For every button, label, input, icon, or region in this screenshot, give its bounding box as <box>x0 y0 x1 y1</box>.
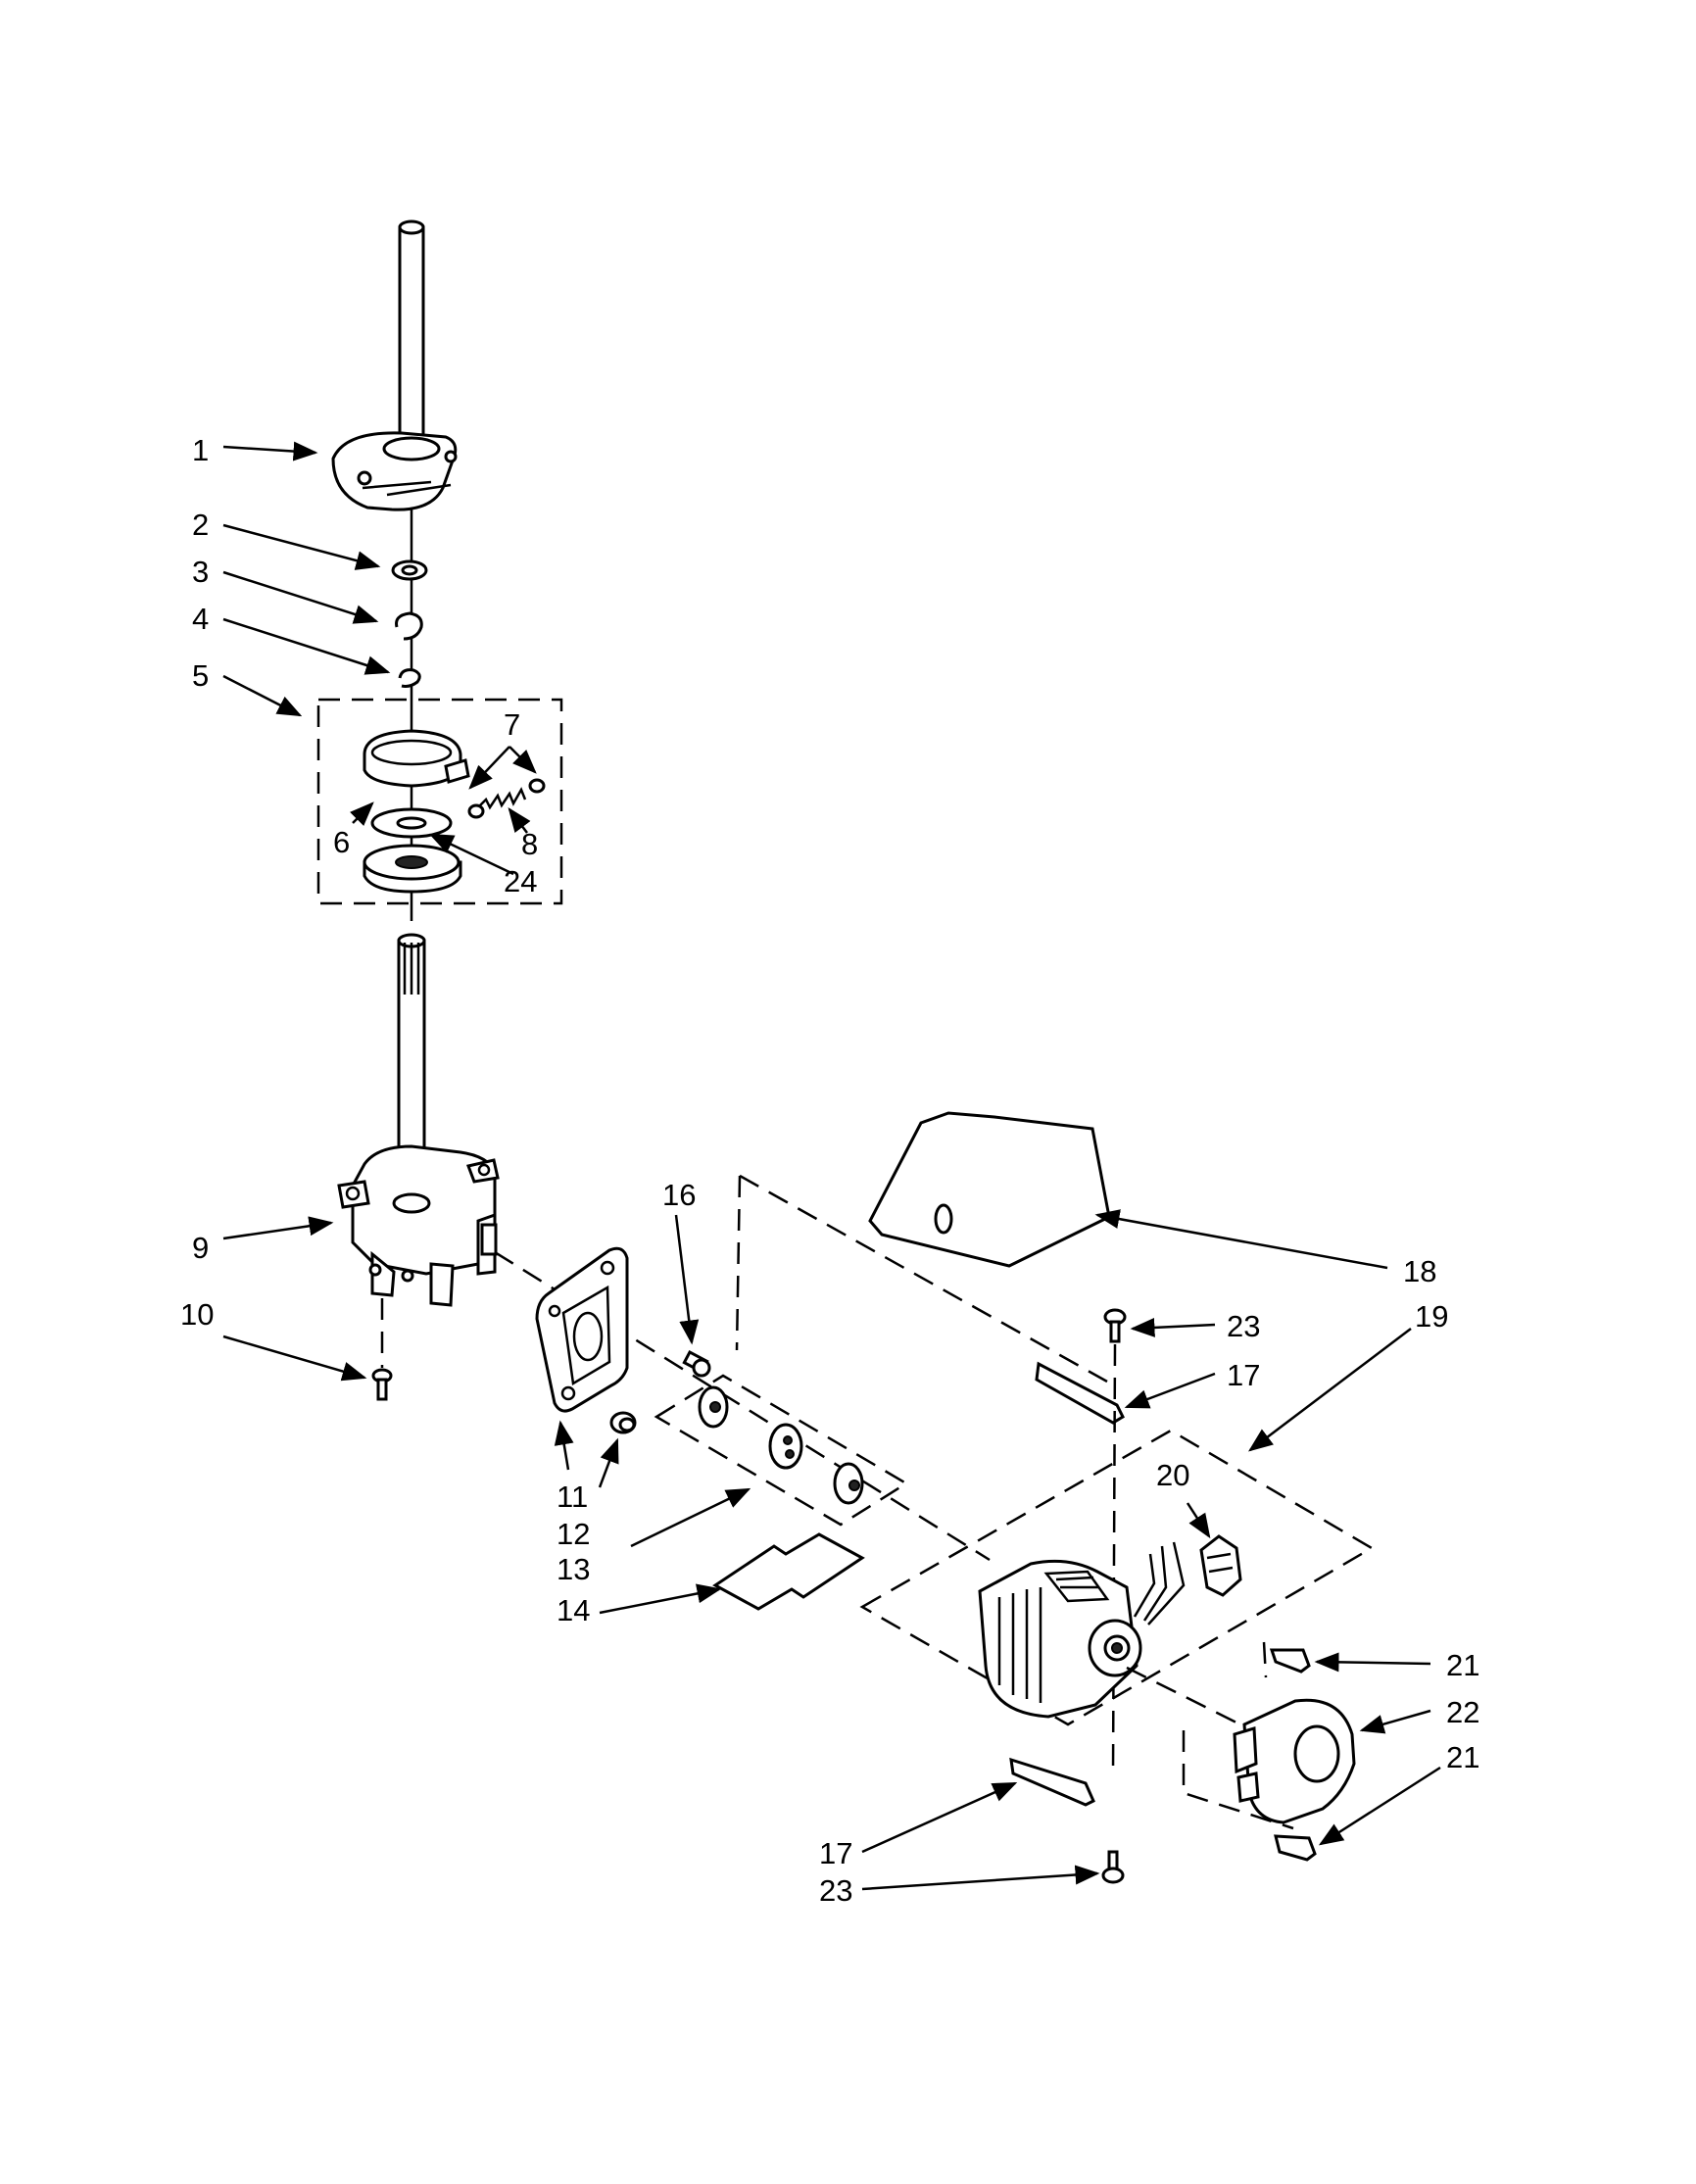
shield-hole <box>934 1203 953 1235</box>
callout-20: 20 <box>1156 1458 1189 1492</box>
shield-part-18 <box>868 1111 1111 1268</box>
callout-3: 3 <box>192 555 209 589</box>
cover-guide-line <box>1126 1666 1245 1728</box>
callout-labels: 1 2 3 4 5 7 6 8 24 9 10 11 12 13 14 16 1… <box>180 433 1479 1908</box>
callout-13: 13 <box>557 1552 590 1586</box>
callout-8: 8 <box>521 827 538 861</box>
screw-part-10 <box>371 1368 393 1401</box>
callout-18: 18 <box>1403 1254 1436 1288</box>
screw-part-23-bottom <box>1101 1850 1125 1884</box>
guide-line-clip <box>739 1174 1108 1383</box>
callout-17-bottom: 17 <box>819 1836 852 1870</box>
drive-shaft <box>398 219 425 447</box>
leader-arrows <box>222 441 1441 1891</box>
screw-axis-line <box>1111 1343 1117 1776</box>
retainer-clip-part-3 <box>395 611 423 641</box>
callout-1: 1 <box>192 433 209 467</box>
clutch-shoe-part-24 <box>370 807 453 839</box>
callout-23-top: 23 <box>1227 1309 1260 1343</box>
motor-cover-part-22 <box>1233 1698 1356 1824</box>
callout-23-bottom: 23 <box>819 1873 852 1908</box>
callout-12: 12 <box>557 1517 590 1551</box>
callout-16: 16 <box>662 1178 696 1212</box>
clip-part-21-bottom <box>1274 1834 1317 1862</box>
callout-24: 24 <box>504 864 537 898</box>
e-ring-part-4 <box>398 668 421 688</box>
bolt-part-16 <box>682 1349 711 1378</box>
clutch-band-part-6 <box>363 729 470 788</box>
callout-2: 2 <box>192 508 209 542</box>
callout-6: 6 <box>333 825 350 859</box>
nut-part-12 <box>609 1411 637 1434</box>
clutch-drum <box>363 844 462 894</box>
motor <box>978 1541 1186 1719</box>
clip-part-21-top <box>1269 1648 1311 1674</box>
cover-guide-line-2 <box>1182 1730 1294 1830</box>
clip-part-17-bottom <box>1009 1757 1095 1807</box>
callout-21-bottom: 21 <box>1446 1740 1479 1774</box>
motor-mount-part-11 <box>535 1246 629 1413</box>
callout-7: 7 <box>504 707 520 742</box>
callout-4: 4 <box>192 602 209 636</box>
coupler-hub-b <box>833 1462 864 1505</box>
brake-cam-assembly-part-1 <box>331 431 458 511</box>
callout-17-top: 17 <box>1227 1358 1260 1392</box>
assembly-line-gearcase-motor <box>494 1250 991 1562</box>
callout-5: 5 <box>192 658 209 693</box>
coupler-disc <box>768 1423 803 1470</box>
pad-part-14 <box>712 1532 865 1611</box>
washer-part-2 <box>391 559 428 581</box>
clip-guide-top <box>1262 1641 1268 1678</box>
callout-22: 22 <box>1446 1695 1479 1729</box>
callout-9: 9 <box>192 1231 209 1265</box>
guide-line-left <box>735 1175 742 1351</box>
coupler-hub-a <box>698 1385 729 1429</box>
coupler-kit-box-part-13 <box>654 1374 909 1527</box>
callout-14: 14 <box>557 1593 590 1627</box>
callout-21-top: 21 <box>1446 1648 1479 1682</box>
clip-part-17-top <box>1035 1361 1125 1425</box>
callout-19: 19 <box>1415 1299 1448 1334</box>
clutch-kit-box-part-5 <box>316 698 563 905</box>
switch-part-20 <box>1199 1534 1242 1597</box>
screw-part-23-top <box>1103 1308 1127 1343</box>
callout-11: 11 <box>557 1480 588 1514</box>
gearcase-part-9 <box>337 1144 500 1307</box>
callout-10: 10 <box>180 1297 214 1332</box>
spring-part-8 <box>467 778 546 819</box>
